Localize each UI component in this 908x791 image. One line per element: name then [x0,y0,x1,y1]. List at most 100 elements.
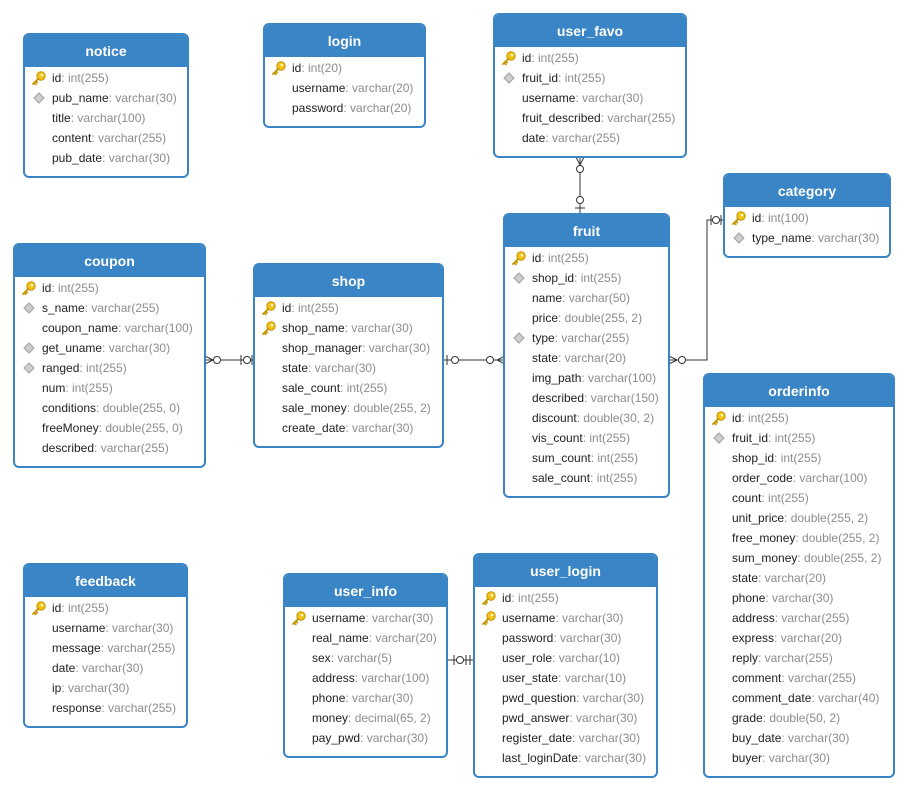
field-row[interactable]: state: varchar(20) [705,568,893,588]
field-row[interactable]: shop_name: varchar(30) [255,318,442,338]
field-row[interactable]: sex: varchar(5) [285,648,446,668]
field-row[interactable]: express: varchar(20) [705,628,893,648]
field-name: pwd_question [502,691,577,705]
field-row[interactable]: address: varchar(100) [285,668,446,688]
field-name: ip [52,681,62,695]
field-row[interactable]: id: int(255) [705,408,893,428]
field-row[interactable]: username: varchar(30) [25,618,186,638]
field-row[interactable]: id: int(255) [505,248,668,268]
field-row[interactable]: state: varchar(20) [505,348,668,368]
field-row[interactable]: vis_count: int(255) [505,428,668,448]
field-row[interactable]: user_state: varchar(10) [475,668,656,688]
field-row[interactable]: pay_pwd: varchar(30) [285,728,446,748]
field-row[interactable]: grade: double(50, 2) [705,708,893,728]
field-row[interactable]: price: double(255, 2) [505,308,668,328]
field-row[interactable]: phone: varchar(30) [285,688,446,708]
field-row[interactable]: pub_date: varchar(30) [25,148,187,168]
field-row[interactable]: sale_count: int(255) [505,468,668,488]
field-row[interactable]: password: varchar(30) [475,628,656,648]
field-row[interactable]: id: int(100) [725,208,889,228]
field-row[interactable]: described: varchar(255) [15,438,204,458]
field-row[interactable]: conditions: double(255, 0) [15,398,204,418]
field-row[interactable]: get_uname: varchar(30) [15,338,204,358]
field-row[interactable]: sale_count: int(255) [255,378,442,398]
field-row[interactable]: shop_id: int(255) [505,268,668,288]
field-row[interactable]: buy_date: varchar(30) [705,728,893,748]
field-row[interactable]: discount: double(30, 2) [505,408,668,428]
field-row[interactable]: comment_date: varchar(40) [705,688,893,708]
field-row[interactable]: img_path: varchar(100) [505,368,668,388]
field-row[interactable]: id: int(255) [255,298,442,318]
field-row[interactable]: register_date: varchar(30) [475,728,656,748]
field-row[interactable]: user_role: varchar(10) [475,648,656,668]
field-row[interactable]: fruit_described: varchar(255) [495,108,685,128]
field-row[interactable]: id: int(255) [495,48,685,68]
field-row[interactable]: pub_name: varchar(30) [25,88,187,108]
field-row[interactable]: sale_money: double(255, 2) [255,398,442,418]
field-row[interactable]: password: varchar(20) [265,98,424,118]
field-list: id: int(255)shop_name: varchar(30)shop_m… [255,297,442,438]
field-row[interactable]: shop_id: int(255) [705,448,893,468]
field-row[interactable]: num: int(255) [15,378,204,398]
field-row[interactable]: username: varchar(30) [495,88,685,108]
field-row[interactable]: real_name: varchar(20) [285,628,446,648]
field-row[interactable]: username: varchar(30) [475,608,656,628]
field-row[interactable]: address: varchar(255) [705,608,893,628]
field-row[interactable]: shop_manager: varchar(30) [255,338,442,358]
field-row[interactable]: fruit_id: int(255) [705,428,893,448]
field-row[interactable]: sum_count: int(255) [505,448,668,468]
field-row[interactable]: pwd_question: varchar(30) [475,688,656,708]
field-type: : int(255) [79,361,127,375]
field-row[interactable]: reply: varchar(255) [705,648,893,668]
field-name: id [42,281,52,295]
field-type: : double(255, 0) [98,421,183,435]
field-row[interactable]: username: varchar(30) [285,608,446,628]
field-row[interactable]: response: varchar(255) [25,698,186,718]
field-row[interactable]: freeMoney: double(255, 0) [15,418,204,438]
field-row[interactable]: username: varchar(20) [265,78,424,98]
field-row[interactable]: buyer: varchar(30) [705,748,893,768]
field-row[interactable]: money: decimal(65, 2) [285,708,446,728]
field-row[interactable]: type_name: varchar(30) [725,228,889,248]
field-row[interactable]: id: int(255) [25,598,186,618]
field-row[interactable]: fruit_id: int(255) [495,68,685,88]
field-row[interactable]: pwd_answer: varchar(30) [475,708,656,728]
field-row[interactable]: state: varchar(30) [255,358,442,378]
field-row[interactable]: id: int(255) [15,278,204,298]
field-row[interactable]: order_code: varchar(100) [705,468,893,488]
field-row[interactable]: free_money: double(255, 2) [705,528,893,548]
field-row[interactable]: last_loginDate: varchar(30) [475,748,656,768]
field-row[interactable]: message: varchar(255) [25,638,186,658]
field-row[interactable]: name: varchar(50) [505,288,668,308]
field-row[interactable]: type: varchar(255) [505,328,668,348]
field-row[interactable]: comment: varchar(255) [705,668,893,688]
field-row[interactable]: create_date: varchar(30) [255,418,442,438]
field-row[interactable]: coupon_name: varchar(100) [15,318,204,338]
field-row[interactable]: id: int(255) [475,588,656,608]
field-row[interactable]: content: varchar(255) [25,128,187,148]
field-row[interactable]: id: int(20) [265,58,424,78]
field-row[interactable]: title: varchar(100) [25,108,187,128]
field-row[interactable]: sum_money: double(255, 2) [705,548,893,568]
field-row[interactable]: ranged: int(255) [15,358,204,378]
field-row[interactable]: date: varchar(30) [25,658,186,678]
field-row[interactable]: ip: varchar(30) [25,678,186,698]
field-row[interactable]: date: varchar(255) [495,128,685,148]
field-row[interactable]: phone: varchar(30) [705,588,893,608]
field-row[interactable]: id: int(255) [25,68,187,88]
field-row[interactable]: unit_price: double(255, 2) [705,508,893,528]
field-row[interactable]: count: int(255) [705,488,893,508]
field-row[interactable]: s_name: varchar(255) [15,298,204,318]
field-row[interactable]: described: varchar(150) [505,388,668,408]
